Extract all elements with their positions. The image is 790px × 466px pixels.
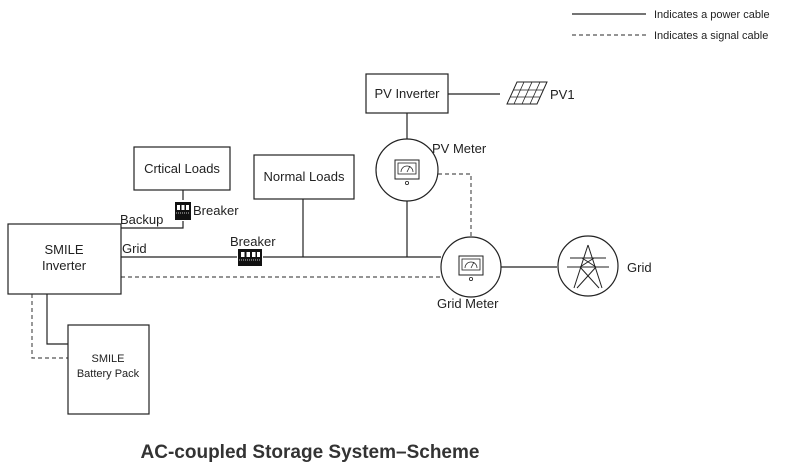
meter-icon	[394, 159, 420, 185]
pv-meter-label: PV Meter	[432, 141, 487, 156]
battery-label-line1: SMILE	[91, 353, 124, 365]
breaker-backup-label: Breaker	[193, 203, 239, 218]
diagram-caption: AC-coupled Storage System–Scheme	[141, 442, 480, 463]
critical-loads: Crtical Loads	[133, 146, 231, 191]
battery-label-line2: Battery Pack	[77, 368, 140, 380]
grid-tower	[557, 235, 619, 297]
grid-meter-label: Grid Meter	[437, 296, 499, 311]
breaker-icon	[175, 202, 191, 220]
legend: Indicates a power cable Indicates a sign…	[572, 9, 770, 42]
pv-inverter-label: PV Inverter	[374, 86, 440, 101]
backup-label: Backup	[120, 212, 163, 227]
power-cables	[46, 93, 557, 345]
breaker-grid-label: Breaker	[230, 234, 276, 249]
pv1-label: PV1	[550, 87, 575, 102]
pv-meter	[375, 138, 439, 202]
breaker-icon	[238, 249, 262, 266]
grid-label: Grid	[627, 260, 652, 275]
pv-inverter: PV Inverter	[365, 73, 449, 114]
signal-cables	[31, 173, 472, 359]
critical-loads-label: Crtical Loads	[144, 161, 220, 176]
transmission-tower-icon	[567, 244, 609, 289]
normal-loads-label: Normal Loads	[264, 169, 345, 184]
legend-signal-label: Indicates a signal cable	[654, 30, 768, 42]
smile-battery-pack: SMILE Battery Pack	[67, 324, 150, 415]
smile-inverter: SMILE Inverter	[7, 223, 122, 295]
smile-inverter-label-line1: SMILE	[44, 242, 83, 257]
smile-inverter-label-line2: Inverter	[42, 258, 87, 273]
grid-port-label: Grid	[122, 241, 147, 256]
normal-loads: Normal Loads	[253, 154, 355, 200]
solar-panel-icon	[506, 81, 548, 105]
legend-power-label: Indicates a power cable	[654, 9, 770, 21]
grid-meter	[440, 236, 502, 298]
meter-icon	[458, 255, 484, 281]
